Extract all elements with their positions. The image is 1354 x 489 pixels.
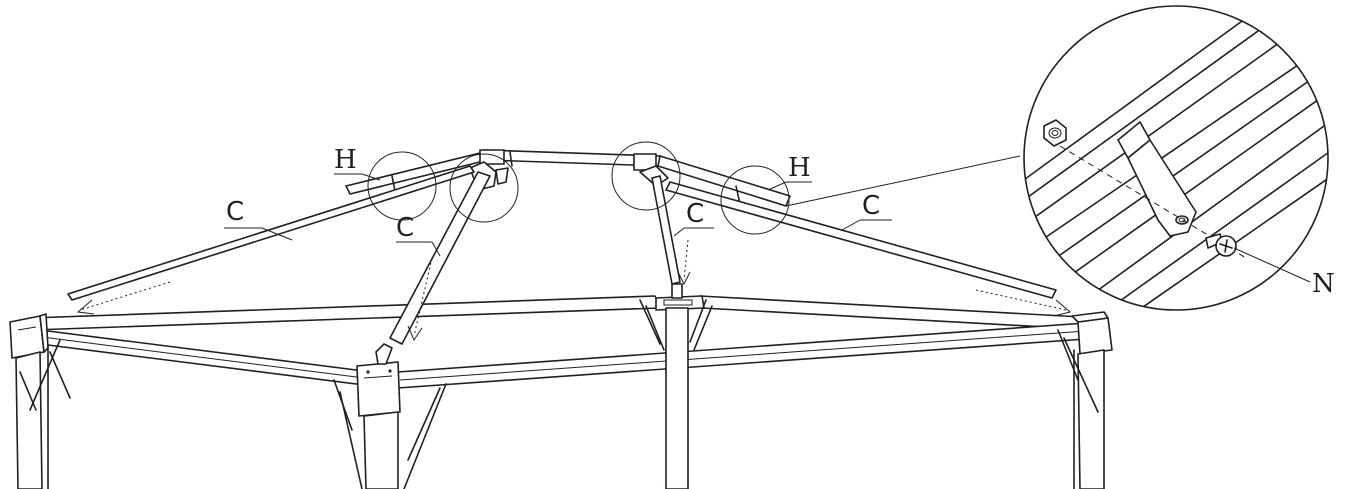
zoom-detail [1023, 5, 1329, 311]
left-post [15, 339, 71, 489]
label-c-mid-left: C [396, 213, 414, 243]
middle-rear-post [639, 283, 713, 489]
base-frame [9, 283, 1113, 489]
detail-circles [367, 141, 790, 235]
label-h-left: H [334, 145, 357, 175]
labels: H C C C H C N [226, 145, 1335, 299]
front-beam [39, 321, 1101, 389]
label-c-right: C [862, 191, 880, 221]
rafter-front-left [389, 171, 491, 345]
label-n: N [1312, 269, 1335, 299]
bracket-tab [1117, 121, 1197, 237]
insertion-guides [76, 239, 1072, 342]
rafter-far-right [665, 181, 1057, 299]
label-c-left: C [226, 197, 244, 227]
label-h-right: H [788, 153, 811, 183]
rafter-front-right [651, 175, 681, 285]
zoom-circle [1023, 5, 1329, 311]
nut [1043, 119, 1067, 147]
leader-lines [224, 155, 1021, 257]
left-corner-bracket [9, 313, 49, 359]
back-beam [29, 295, 1101, 331]
rafter-far-left [67, 165, 475, 301]
bolt [1205, 233, 1237, 257]
front-corner-post [333, 343, 447, 489]
right-corner-bracket [1057, 311, 1113, 489]
label-c-mid-right: C [686, 199, 704, 229]
